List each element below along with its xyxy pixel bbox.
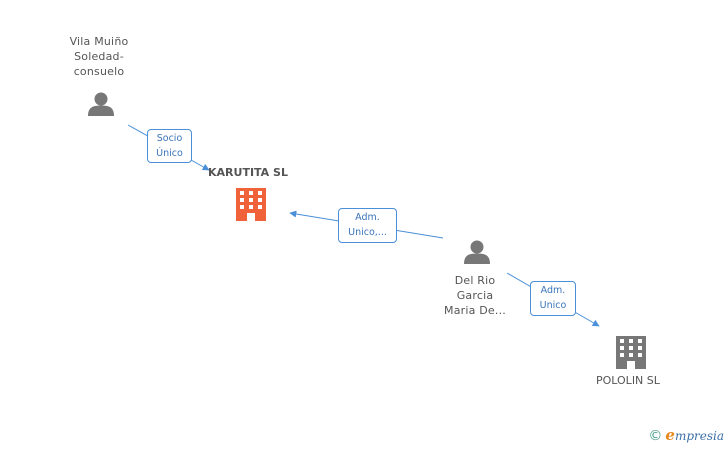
edge-label-adm2[interactable]: Adm. Unico [530, 281, 576, 316]
copyright-symbol: © [648, 428, 663, 444]
person-label-line: Soledad- [74, 50, 124, 63]
edge-label-socio[interactable]: Socio Único [147, 129, 192, 163]
person-label-delrio[interactable]: Del Rio Garcia Maria De... [428, 273, 522, 318]
brand-logo-e: e [665, 426, 675, 444]
company-label-karutita[interactable]: KARUTITA SL [208, 166, 288, 179]
person-label-vila[interactable]: Vila Muiño Soledad- consuelo [52, 34, 146, 79]
person-label-line: consuelo [73, 65, 125, 78]
edge-label-line: Socio [156, 133, 183, 144]
person-label-line: Garcia [456, 289, 494, 302]
edge-label-line: Adm. [355, 212, 380, 223]
person-label-line: Maria De... [444, 304, 506, 317]
company-label-pololin[interactable]: POLOLIN SL [596, 374, 660, 387]
edge-label-line: Único [156, 148, 183, 159]
person-label-line: Del Rio [454, 274, 496, 287]
person-icon[interactable] [464, 240, 490, 265]
edge-label-line: Unico [539, 300, 567, 311]
footer-brand: ©empresia [648, 426, 724, 444]
edge-label-line: Adm. [540, 285, 566, 296]
person-icon[interactable] [88, 92, 114, 117]
edge-label-adm1[interactable]: Adm. Unico,... [338, 208, 397, 243]
person-label-line: Vila Muiño [69, 35, 129, 48]
brand-logo-text: mpresia [674, 429, 724, 443]
building-icon[interactable] [236, 188, 266, 221]
edge-label-line: Unico,... [348, 227, 387, 238]
building-icon[interactable] [616, 336, 646, 369]
